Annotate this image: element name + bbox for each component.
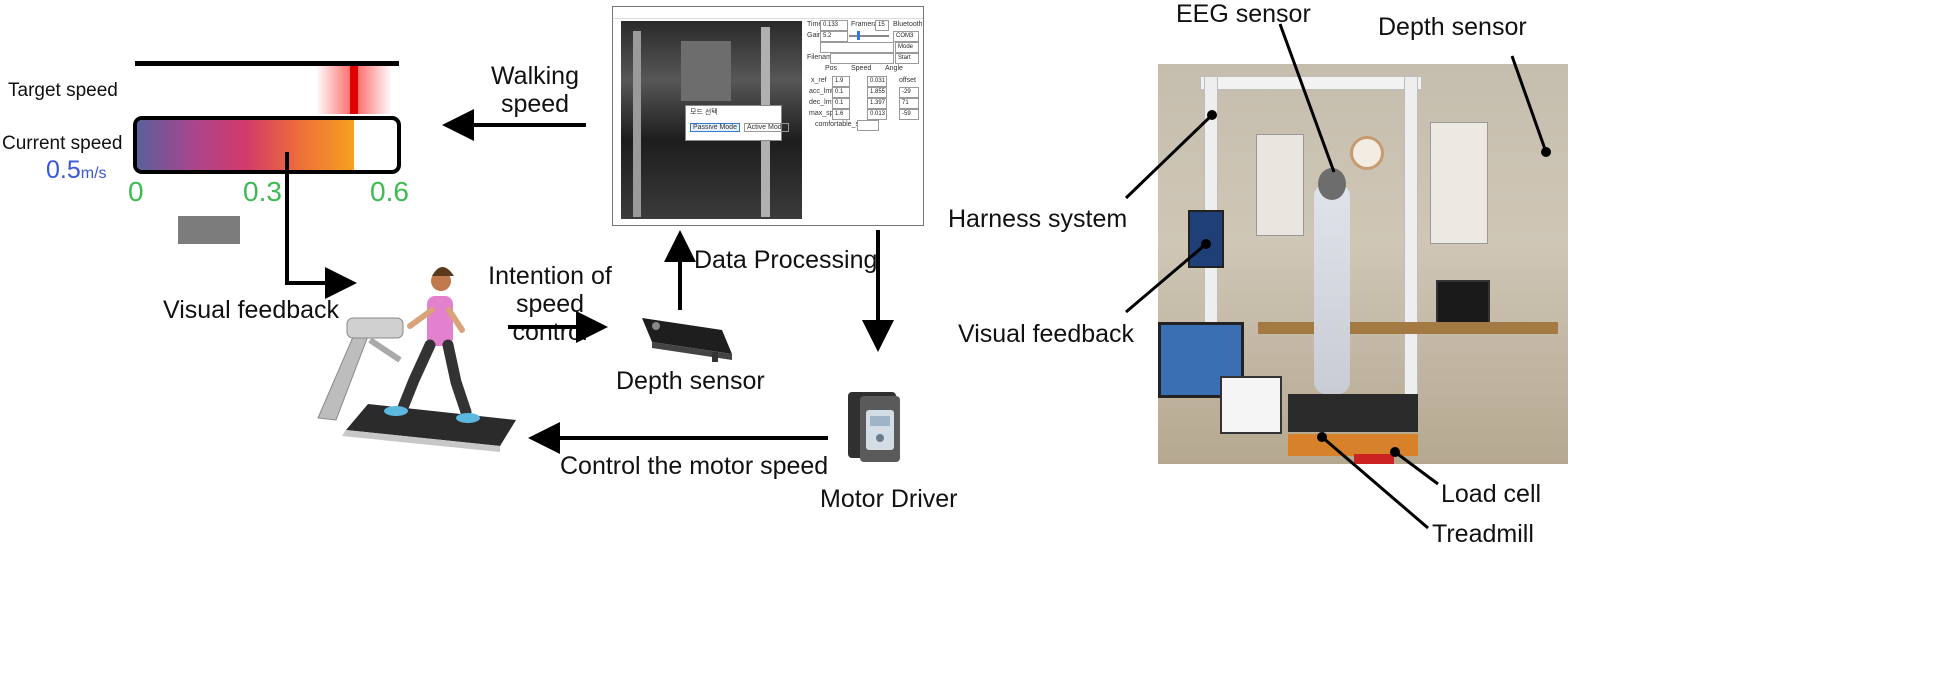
mode-dialog: 모드 선택 Passive Mode Active Mode xyxy=(685,105,789,141)
gain-label: Gain xyxy=(807,32,822,39)
clock xyxy=(1350,136,1384,170)
max-spd-field[interactable]: 1.6 xyxy=(832,109,850,120)
gain-field[interactable]: 5.2 xyxy=(820,31,848,42)
far-wall xyxy=(681,41,731,101)
time-label: Time xyxy=(807,21,823,28)
red-plate xyxy=(1354,454,1394,464)
speed-col-label: Speed xyxy=(851,65,872,72)
coordinate-field[interactable] xyxy=(820,42,894,53)
active-mode-button[interactable]: Active Mode xyxy=(744,123,789,132)
data-processing-label: Data Processing xyxy=(694,246,878,274)
poster-2 xyxy=(1430,122,1488,244)
k2-field[interactable]: 1.855 xyxy=(867,87,887,98)
debug-readout-box xyxy=(178,216,240,244)
framerate-field[interactable]: 15 xyxy=(875,20,889,31)
intention-label: Intention of speed control xyxy=(476,262,624,346)
offset-y-field[interactable]: 71 xyxy=(899,98,919,109)
monitor-right xyxy=(1436,280,1490,328)
monitor-left xyxy=(1188,210,1224,268)
offset-label: offset xyxy=(899,77,916,84)
target-speed-marker xyxy=(350,66,358,114)
comfortable-spd-field[interactable] xyxy=(857,120,879,131)
tick-0-3: 0.3 xyxy=(243,176,282,207)
lab-photo xyxy=(1158,64,1568,464)
depth-sensor-flow-label: Depth sensor xyxy=(616,367,765,395)
load-cell-label: Load cell xyxy=(1441,480,1542,508)
subject-head xyxy=(1318,168,1346,200)
mode-button[interactable]: Mode xyxy=(895,42,919,53)
motor-driver-icon xyxy=(848,392,900,462)
offset-x-field[interactable]: -29 xyxy=(899,87,919,98)
treadmill-deck xyxy=(1288,394,1418,432)
speed-bar xyxy=(133,116,401,174)
motor-driver-label: Motor Driver xyxy=(820,485,958,513)
d-field[interactable]: 0.013 xyxy=(867,109,887,120)
bluetooth-port-select[interactable]: COM3 xyxy=(893,31,919,42)
window-titlebar xyxy=(613,7,923,19)
pos-label: Pos xyxy=(825,65,838,72)
eeg-sensor-label: EEG sensor xyxy=(1176,0,1311,28)
x-ref-field[interactable]: 1.9 xyxy=(832,76,850,87)
door-frame-left xyxy=(633,31,641,217)
offset-z-field[interactable]: -59 xyxy=(899,109,919,120)
intention-text: Intention of speed control xyxy=(488,262,612,346)
time-field[interactable]: 0.133 xyxy=(820,20,848,31)
max-spd-label: max_spd xyxy=(809,110,838,117)
gain-slider-thumb[interactable] xyxy=(857,31,860,40)
software-window: 모드 선택 Passive Mode Active Mode Time 0.13… xyxy=(612,6,924,226)
speed-number: 0.5 xyxy=(46,156,81,184)
target-speed-label: Target speed xyxy=(8,80,118,101)
current-speed-value: 0.5m/s xyxy=(46,156,107,185)
comfortable-spd-label: comfortable_spd xyxy=(815,121,867,128)
visual-feedback-flow-label: Visual feedback xyxy=(163,296,340,324)
k1-field[interactable]: 0.031 xyxy=(867,76,887,87)
gain-slider[interactable] xyxy=(849,35,889,37)
walking-speed-text: Walking speed xyxy=(491,62,579,118)
bluetooth-label: Bluetooth xyxy=(893,21,923,28)
current-speed-label: Current speed xyxy=(2,133,123,154)
laptop xyxy=(1220,376,1282,434)
harness-post-right xyxy=(1404,76,1418,408)
walking-speed-label: Walking speed xyxy=(474,62,596,118)
speed-unit: m/s xyxy=(80,165,107,182)
harness-post-left xyxy=(1204,76,1218,338)
k3-field[interactable]: 1.397 xyxy=(867,98,887,109)
angle-label: Angle xyxy=(885,65,903,72)
acc-lmt-label: acc_lmt xyxy=(809,88,834,95)
framerate-label: Framerate xyxy=(851,21,884,28)
harness-system-label: Harness system xyxy=(948,205,1128,233)
passive-mode-button[interactable]: Passive Mode xyxy=(690,123,740,132)
tick-0-6: 0.6 xyxy=(370,176,409,207)
treadmill-label: Treadmill xyxy=(1432,520,1534,548)
harness-frame xyxy=(1200,76,1422,90)
visual-feedback-photo-label: Visual feedback xyxy=(958,320,1135,348)
acc-lmt-field[interactable]: 0.1 xyxy=(832,87,850,98)
poster-1 xyxy=(1256,134,1304,236)
speed-bar-fill xyxy=(137,120,354,170)
filename-field[interactable] xyxy=(830,53,894,64)
load-cell-base xyxy=(1288,434,1418,456)
start-button[interactable]: Start xyxy=(895,53,919,64)
target-speed-line xyxy=(135,61,399,66)
dec-lmt-field[interactable]: 0.1 xyxy=(832,98,850,109)
dialog-title: 모드 선택 xyxy=(690,109,718,116)
control-motor-label: Control the motor speed xyxy=(560,452,829,480)
depth-sensor-device-icon xyxy=(642,318,732,362)
x-ref-label: x_ref xyxy=(811,77,827,84)
filename-label: Filename xyxy=(807,54,836,61)
desk xyxy=(1258,322,1558,334)
dec-lmt-label: dec_lmt xyxy=(809,99,834,106)
tick-0: 0 xyxy=(128,176,144,207)
subject-body xyxy=(1314,184,1350,394)
depth-sensor-photo-label: Depth sensor xyxy=(1378,13,1527,41)
